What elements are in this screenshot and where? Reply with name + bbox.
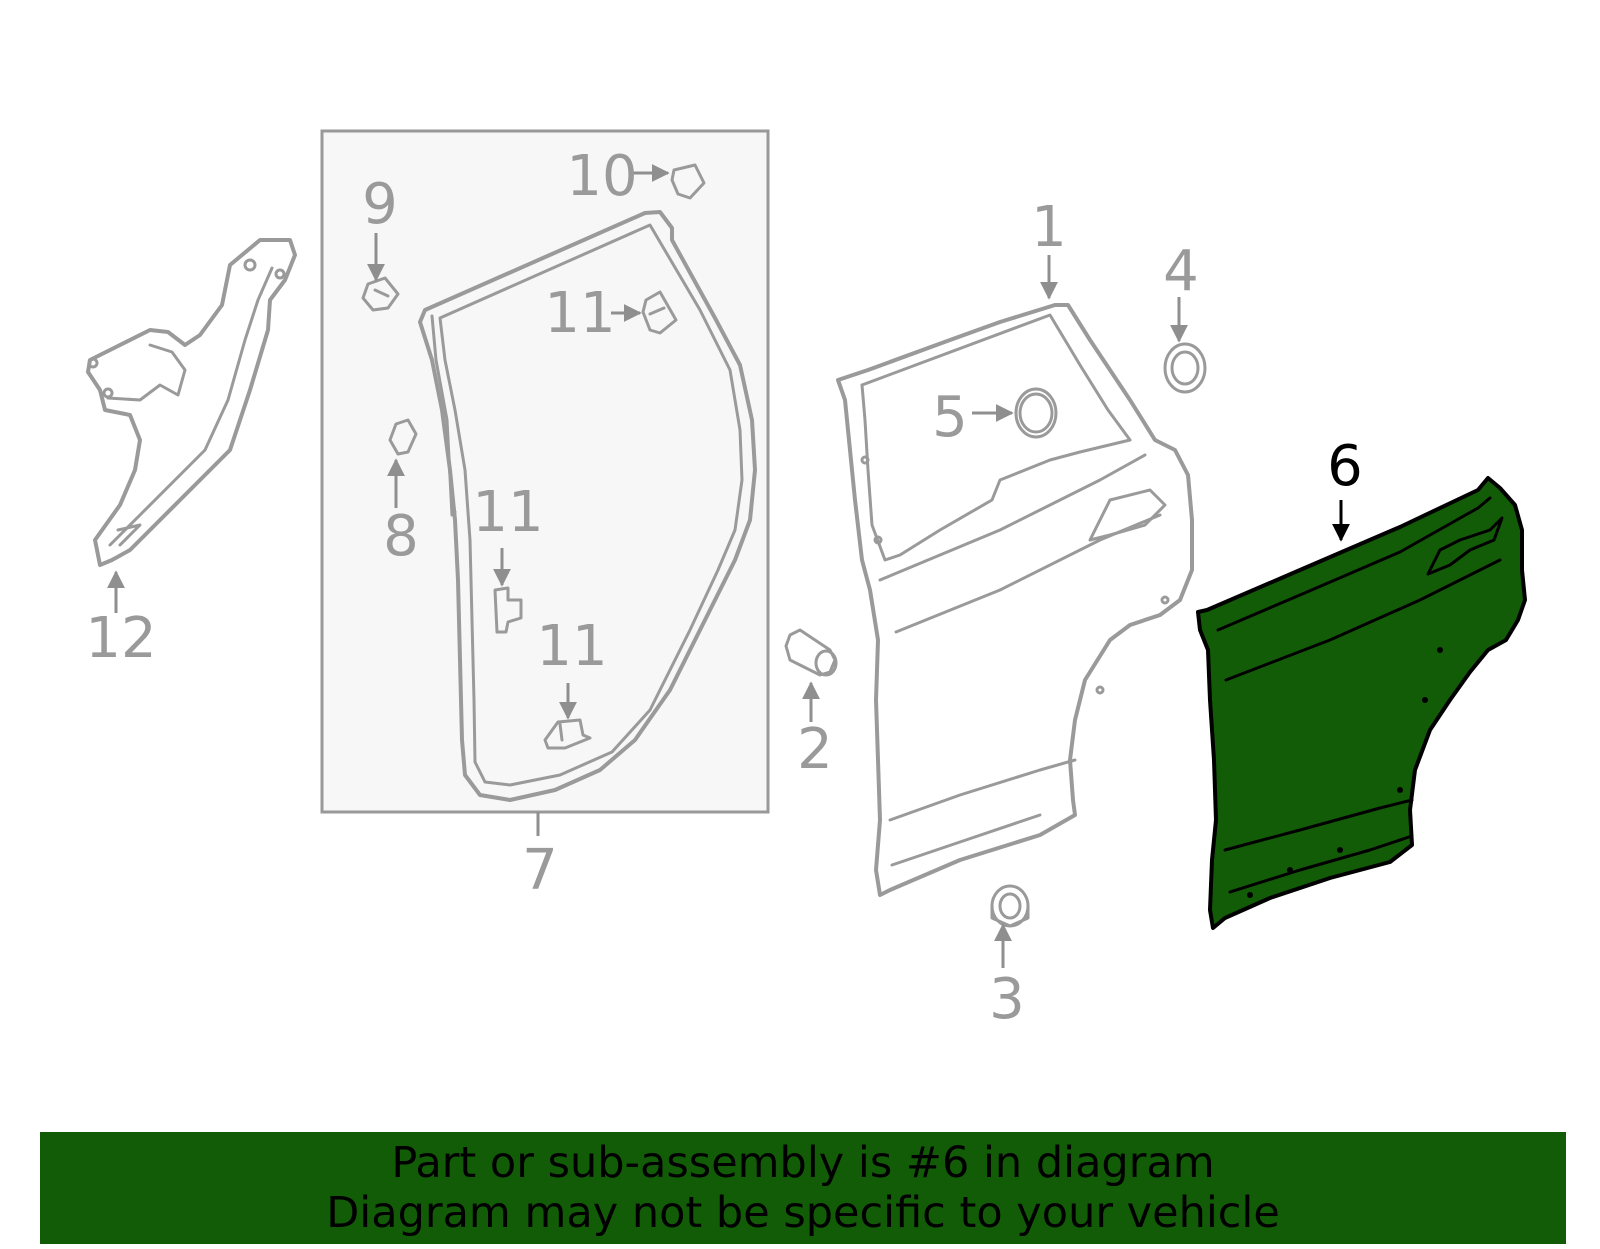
part-3-grommet[interactable] [990, 884, 1030, 928]
callout-4[interactable]: 4 [1163, 239, 1199, 304]
callout-7[interactable]: 7 [522, 838, 558, 903]
banner-line-2: Diagram may not be specific to your vehi… [326, 1188, 1280, 1238]
part-8-clip[interactable] [388, 418, 418, 456]
callout-3[interactable]: 3 [989, 967, 1025, 1032]
info-banner: Part or sub-assembly is #6 in diagram Di… [40, 1132, 1566, 1244]
callout-1[interactable]: 1 [1031, 195, 1067, 260]
callout-5[interactable]: 5 [932, 385, 968, 450]
callout-9[interactable]: 9 [362, 172, 398, 237]
callout-11-b[interactable]: 11 [472, 480, 543, 545]
callout-6[interactable]: 6 [1327, 434, 1363, 499]
part-4-plug[interactable] [1163, 342, 1207, 394]
callout-10[interactable]: 10 [566, 144, 637, 209]
part-11-clip-a[interactable] [641, 290, 678, 335]
callout-12[interactable]: 12 [85, 606, 156, 671]
callout-arrows [107, 164, 1350, 968]
part-12-bracket[interactable] [86, 238, 297, 567]
callout-labels: 1 2 3 4 5 6 7 8 9 10 11 11 11 12 [85, 144, 1362, 1032]
part-2-bumper[interactable] [784, 628, 838, 677]
part-11-clip-c[interactable] [543, 718, 592, 750]
callout-11-c[interactable]: 11 [536, 614, 607, 679]
callout-11-a[interactable]: 11 [544, 281, 615, 346]
callout-2[interactable]: 2 [797, 717, 833, 782]
part-10-clip[interactable] [670, 163, 706, 200]
part-11-clip-b[interactable] [493, 586, 523, 634]
part-9-clip[interactable] [361, 276, 400, 312]
part-6-outer-panel[interactable] [1196, 476, 1527, 930]
banner-line-1: Part or sub-assembly is #6 in diagram [391, 1138, 1215, 1188]
part-7-weatherstrip[interactable] [418, 210, 757, 802]
callout-8[interactable]: 8 [383, 504, 419, 569]
part-1-door-shell[interactable] [836, 303, 1194, 897]
part-5-plug[interactable] [1014, 387, 1058, 439]
